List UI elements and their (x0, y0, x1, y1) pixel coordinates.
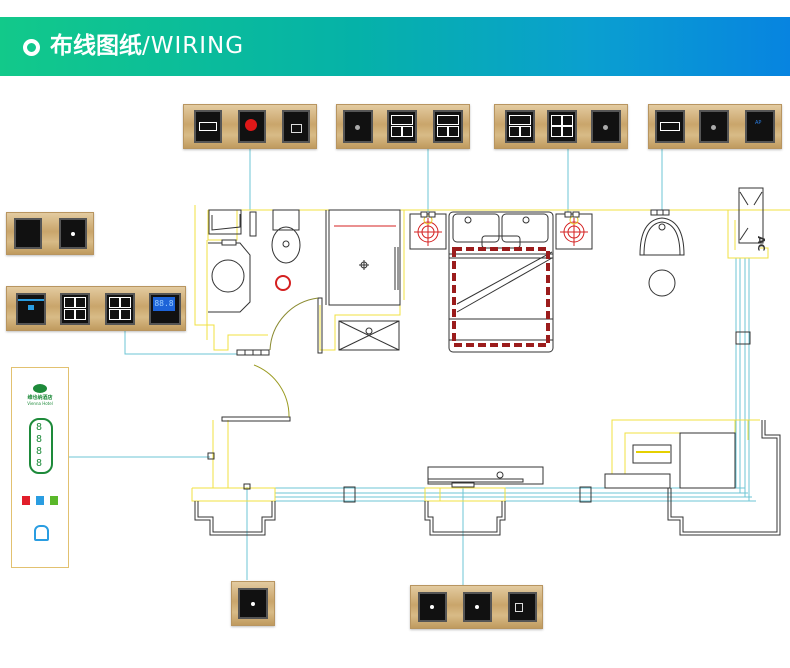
light-switch-4gang[interactable] (105, 293, 135, 325)
panel-desk-top: AP (648, 104, 782, 149)
panel-bottom-single (231, 581, 275, 626)
panel-entry-top (183, 104, 317, 149)
title-english: /WIRING (142, 33, 245, 59)
round-table (648, 269, 676, 297)
title-chinese: 布线图纸 (50, 33, 142, 59)
power-socket[interactable] (418, 592, 447, 622)
tv-label (636, 451, 670, 453)
power-socket[interactable] (238, 588, 268, 619)
panel-bed-right-top (494, 104, 628, 149)
room-number-display: 8888 (29, 418, 53, 474)
hotel-logo-icon (33, 384, 47, 393)
light-switch-3gang[interactable] (505, 110, 535, 143)
wifi-ap-socket[interactable]: AP (745, 110, 775, 143)
shaver-socket[interactable] (591, 110, 621, 143)
section-title: 布线图纸/WIRING (50, 31, 244, 61)
light-switch-2gang[interactable] (387, 110, 417, 143)
do-not-disturb-button[interactable] (238, 110, 266, 143)
shaver-socket[interactable] (343, 110, 373, 143)
circle-bullet-icon (23, 39, 40, 56)
doorbell-display[interactable] (16, 293, 46, 325)
hotel-name: 维也纳酒店 (27, 395, 53, 401)
wall-sockets (221, 209, 670, 488)
room-number: 8888 (36, 422, 43, 469)
light-switch-4gang[interactable] (60, 293, 90, 325)
network-socket[interactable] (508, 592, 537, 622)
doorbell-icon (34, 525, 49, 541)
section-header: 布线图纸/WIRING (0, 17, 790, 76)
thermostat-display: 88.8 (153, 297, 175, 311)
panel-bath-top (336, 104, 470, 149)
power-socket[interactable] (59, 218, 87, 249)
panel-left-upper (6, 212, 94, 255)
service-bell-button[interactable] (282, 110, 310, 143)
bed-heating-outline (452, 247, 550, 347)
power-socket[interactable] (463, 592, 492, 622)
shaver-socket[interactable] (699, 110, 729, 143)
walls-furniture (194, 187, 781, 536)
panel-bottom-triple (410, 585, 543, 629)
power-icon (50, 496, 58, 505)
hairdryer-socket[interactable] (14, 218, 42, 249)
thermostat[interactable]: 88.8 (149, 293, 181, 325)
light-switch-2gang[interactable] (433, 110, 463, 143)
room-doorplate: 维也纳酒店 Vienna Hotel 8888 (11, 367, 69, 568)
hotel-name-en: Vienna Hotel (27, 401, 53, 406)
lamp-fixtures (275, 218, 588, 291)
panel-left-lower: 88.8 (6, 286, 186, 331)
do-not-disturb-icon (22, 496, 30, 505)
make-up-room-icon (36, 496, 44, 505)
toilet-bowl (271, 226, 301, 264)
sink-bowl (211, 259, 245, 293)
light-switch-4gang[interactable] (547, 110, 577, 143)
card-switch[interactable] (194, 110, 222, 143)
card-slot[interactable] (655, 110, 685, 143)
ac-label: AC (755, 236, 766, 251)
